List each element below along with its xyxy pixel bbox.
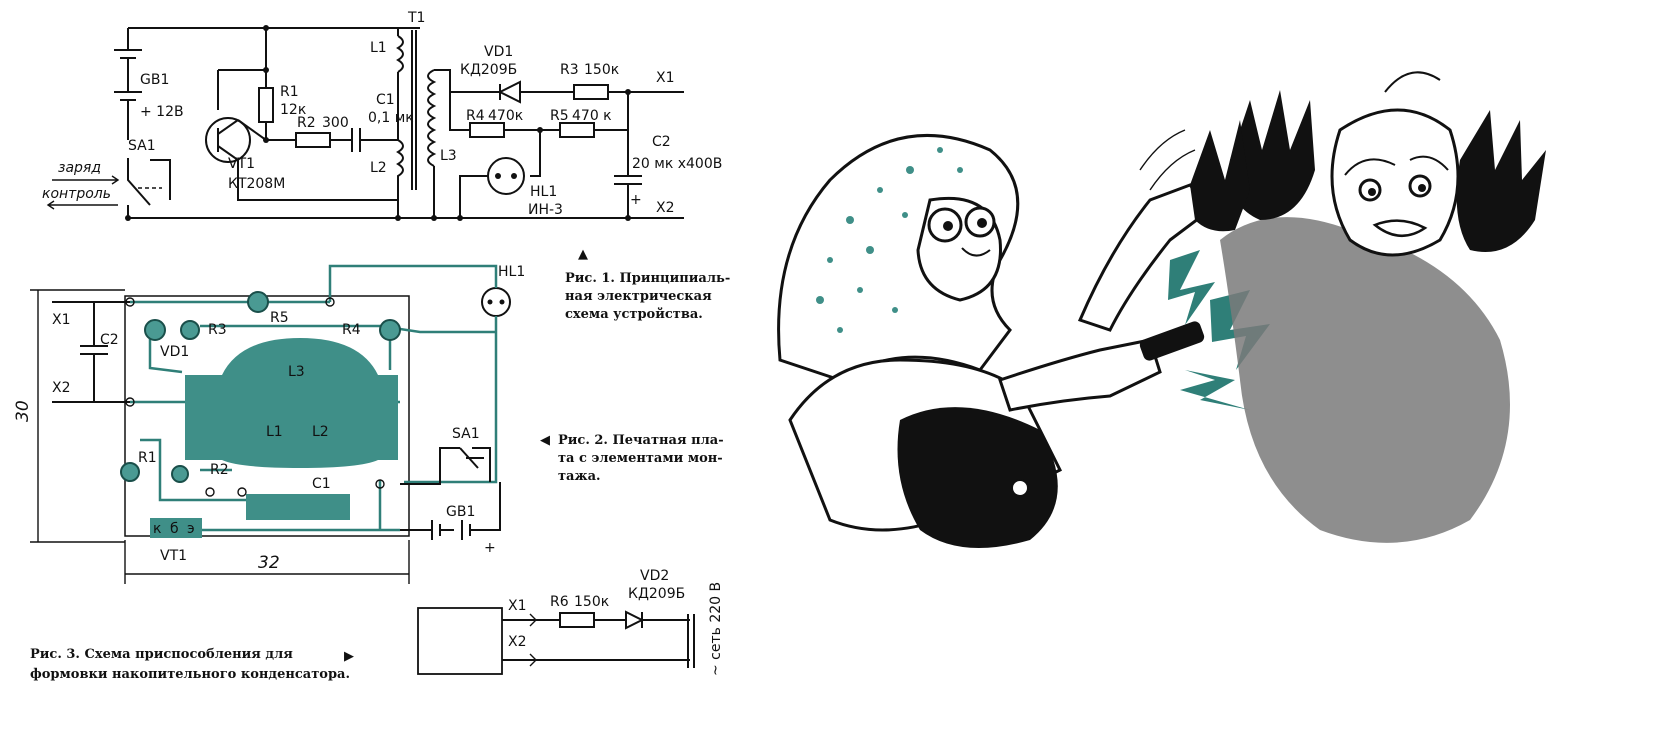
handbag bbox=[897, 407, 1058, 548]
hl1-type: ИН-3 bbox=[528, 202, 563, 218]
pcb-transformer-core bbox=[185, 338, 398, 468]
c1-label: C1 bbox=[376, 92, 395, 108]
r5-label: R5 bbox=[550, 108, 569, 124]
vt1-type: КТ208М bbox=[228, 176, 285, 192]
c2-plus: + bbox=[630, 192, 642, 208]
pcb-plus: + bbox=[484, 540, 496, 556]
fig1-line1: Рис. 1. Принципиаль- bbox=[565, 271, 730, 286]
r4-value: 470к bbox=[488, 108, 523, 124]
gb1-voltage: + 12В bbox=[140, 104, 184, 120]
pcb-c1-body bbox=[246, 494, 350, 520]
pcb-vt1: VT1 bbox=[160, 548, 187, 564]
fig3-r6-label: R6 bbox=[550, 594, 569, 610]
hl1-label: HL1 bbox=[530, 184, 557, 200]
attacker-body bbox=[1220, 217, 1510, 543]
spark-bolt-1 bbox=[1168, 250, 1215, 325]
fig3-r6-value: 150к bbox=[574, 594, 609, 610]
pcb-fig2: 30 32 X1 X2 C2 HL1 L3 L1 L2 bbox=[13, 264, 525, 584]
pcb-r3: R3 bbox=[208, 322, 227, 338]
gb1-label: GB1 bbox=[140, 72, 169, 88]
caption-fig1: ▲ Рис. 1. Принципиаль- ная электрическая… bbox=[565, 247, 730, 322]
fig2-line3: тажа. bbox=[558, 469, 601, 484]
fig3-x1: X1 bbox=[508, 598, 527, 614]
pcb-hl1: HL1 bbox=[498, 264, 525, 280]
headscarf bbox=[777, 133, 1020, 382]
c1-value: 0,1 мк bbox=[368, 110, 414, 126]
vt1-label: VT1 bbox=[228, 156, 255, 172]
pcb-r5: R5 bbox=[270, 310, 289, 326]
fig1-line3: схема устройства. bbox=[565, 307, 703, 322]
stun-device bbox=[1139, 321, 1205, 361]
pcb-c1: C1 bbox=[312, 476, 331, 492]
r5-value: 470 к bbox=[572, 108, 612, 124]
fig3-x2: X2 bbox=[508, 634, 527, 650]
r2-value: 300 bbox=[322, 115, 349, 131]
schematic-fig1: GB1 + 12В SA1 заряд контроль R1 12к R2 3… bbox=[42, 10, 722, 221]
pcb-x1: X1 bbox=[52, 312, 71, 328]
sa1-label: SA1 bbox=[128, 138, 156, 154]
fig3-line1: Рис. 3. Схема приспособления для bbox=[30, 647, 293, 662]
pcb-gb1: GB1 bbox=[446, 504, 475, 520]
pcb-width-dim: 32 bbox=[258, 553, 280, 573]
pcb-l2: L2 bbox=[312, 424, 329, 440]
fig3-vd2-type: КД209Б bbox=[628, 586, 685, 602]
mode-charge-label: заряд bbox=[58, 160, 101, 176]
r3-value: 150к bbox=[584, 62, 619, 78]
pcb-pin-k: к bbox=[153, 521, 161, 537]
caption-fig2: ◀ Рис. 2. Печатная пла- та с элементами … bbox=[540, 433, 724, 484]
t1-label: T1 bbox=[407, 10, 425, 26]
fig3-mains: ~ сеть 220 В bbox=[708, 582, 724, 676]
pcb-vt1-body bbox=[150, 518, 202, 538]
l1-label: L1 bbox=[370, 40, 387, 56]
pcb-sa1: SA1 bbox=[452, 426, 480, 442]
vd1-type: КД209Б bbox=[460, 62, 517, 78]
pcb-c2: C2 bbox=[100, 332, 119, 348]
attacker-hand-right bbox=[1456, 110, 1546, 252]
spark-bolt-3 bbox=[1180, 370, 1250, 410]
c2-value: 20 мк х400В bbox=[632, 156, 722, 172]
fig2-arrow: ◀ bbox=[540, 433, 550, 448]
r1-label: R1 bbox=[280, 84, 299, 100]
fig2-line2: та с элементами мон- bbox=[558, 451, 723, 466]
pcb-height-dim: 30 bbox=[13, 400, 33, 422]
mode-control-label: контроль bbox=[42, 186, 111, 202]
caption-fig3: Рис. 3. Схема приспособления для формовк… bbox=[30, 647, 354, 682]
pcb-pin-e: э bbox=[187, 521, 195, 537]
r4-label: R4 bbox=[466, 108, 485, 124]
fig1-arrow: ▲ bbox=[578, 247, 588, 262]
forming-fig3: X1 X2 R6 150к VD2 КД209Б ~ сеть 220 В bbox=[417, 568, 724, 676]
pcb-l3: L3 bbox=[288, 364, 305, 380]
attacker-hand-left bbox=[1229, 90, 1315, 220]
pcb-vd1: VD1 bbox=[160, 344, 189, 360]
headscarf-pattern bbox=[816, 147, 963, 333]
l2-label: L2 bbox=[370, 160, 387, 176]
pcb-l1: L1 bbox=[266, 424, 283, 440]
pcb-pin-b: б bbox=[170, 521, 179, 537]
r1-value: 12к bbox=[280, 102, 306, 118]
pcb-r4: R4 bbox=[342, 322, 361, 338]
fig1-line2: ная электрическая bbox=[565, 289, 712, 304]
pcb-r1: R1 bbox=[138, 450, 157, 466]
c2-label: C2 bbox=[652, 134, 671, 150]
fig3-vd2-label: VD2 bbox=[640, 568, 669, 584]
fig3-line2: формовки накопительного конденсатора. bbox=[30, 667, 350, 682]
pcb-x2: X2 bbox=[52, 380, 71, 396]
r3-label: R3 bbox=[560, 62, 579, 78]
pcb-r2: R2 bbox=[210, 462, 229, 478]
x1-label: X1 bbox=[656, 70, 675, 86]
fig3-arrow: ▶ bbox=[344, 649, 354, 664]
x2-label: X2 bbox=[656, 200, 675, 216]
fig2-line1: Рис. 2. Печатная пла- bbox=[558, 433, 724, 448]
r2-label: R2 bbox=[297, 115, 316, 131]
l3-label: L3 bbox=[440, 148, 457, 164]
vd1-label: VD1 bbox=[484, 44, 513, 60]
cartoon-illustration bbox=[777, 71, 1546, 548]
